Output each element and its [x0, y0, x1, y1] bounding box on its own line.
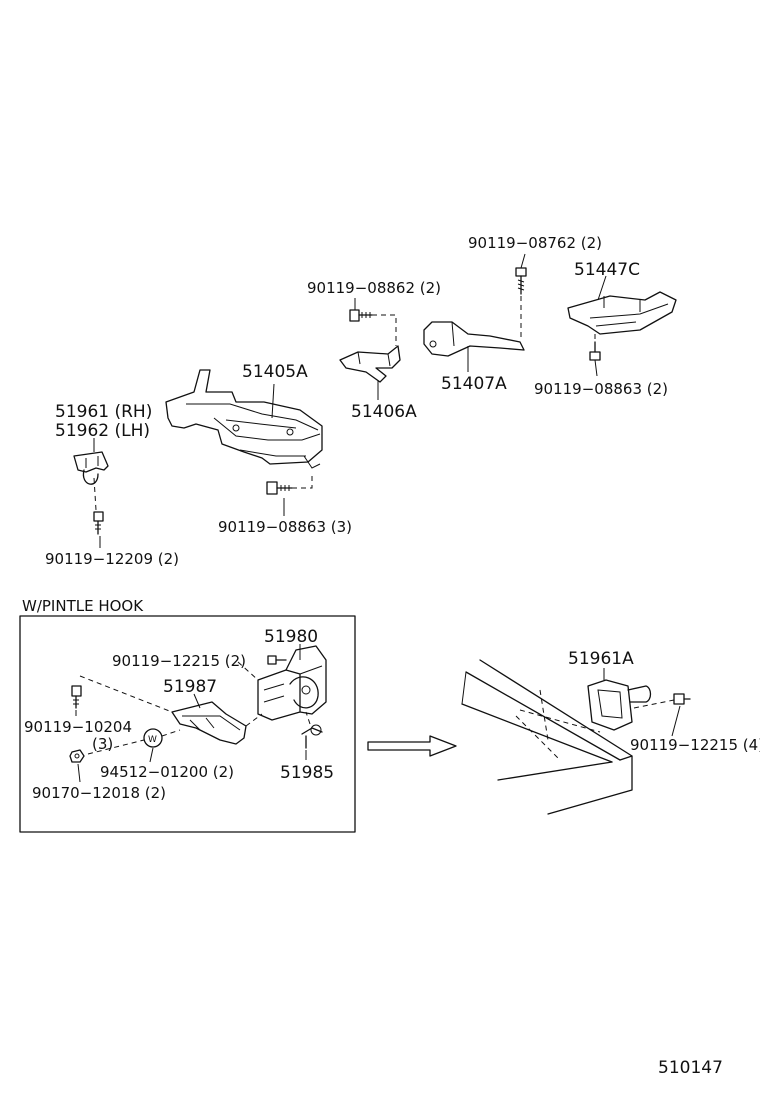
part-51406a-bracket: [339, 345, 401, 400]
label-51961a: 51961A: [568, 649, 634, 669]
label-51406a: 51406A: [351, 402, 417, 422]
label-94512-01200: 94512−01200 (2): [100, 763, 234, 781]
label-51962-lh: 51962 (LH): [55, 421, 150, 441]
label-90119-08862: 90119−08862 (2): [307, 279, 441, 297]
label-washer-w: W: [148, 735, 157, 745]
part-51405a-crossmember: [165, 369, 323, 469]
bolt-90119-08862-icon: [349, 298, 397, 346]
label-51985: 51985: [280, 763, 334, 783]
rear-frame-outline: [461, 659, 633, 815]
part-51447c-bracket: [567, 275, 677, 335]
part-51985-pin: [301, 711, 323, 760]
bolt-90119-12209-icon: [93, 511, 104, 548]
pintle-hook-title: W/PINTLE HOOK: [22, 597, 144, 615]
pintle-hook-frame: [19, 615, 356, 833]
label-90170-12018: 90170−12018 (2): [32, 784, 166, 802]
label-51405a: 51405A: [242, 362, 308, 382]
part-51987-plate: [171, 693, 263, 745]
part-51980-pintle-hook: [257, 644, 327, 721]
diagram-number: 510147: [658, 1058, 723, 1078]
label-qty-3: (3): [92, 735, 113, 753]
label-90119-08762: 90119−08762 (2): [468, 234, 602, 252]
label-90119-12215-frame: 90119−12215 (4): [630, 736, 760, 754]
label-51980: 51980: [264, 627, 318, 647]
label-90119-10204: 90119−10204: [24, 718, 132, 736]
nut-90170-12018-icon: [69, 749, 85, 783]
part-51961a-tow-hook: [587, 668, 675, 731]
label-51407a: 51407A: [441, 374, 507, 394]
label-90119-08863-left: 90119−08863 (3): [218, 518, 352, 536]
label-90119-12209: 90119−12209 (2): [45, 550, 179, 568]
part-51961-tow-hook: [73, 438, 109, 511]
bolt-90119-12215-pintle-icon: [237, 655, 287, 681]
bolt-90119-08863-left-icon: [266, 472, 313, 516]
right-arrow-icon: [367, 735, 457, 757]
label-51987: 51987: [163, 677, 217, 697]
part-51407a-bracket: [423, 321, 525, 372]
label-51961-rh: 51961 (RH): [55, 402, 152, 422]
label-90119-12215-pintle: 90119−12215 (2): [112, 652, 246, 670]
bolt-90119-08863-right-icon: [589, 334, 601, 377]
label-51447c: 51447C: [574, 260, 640, 280]
label-90119-08863-right: 90119−08863 (2): [534, 380, 668, 398]
washer-94512-01200-icon: [87, 728, 181, 763]
bolt-90119-10204-icon: [71, 675, 173, 716]
bolt-90119-08762-icon: [515, 253, 527, 340]
bolt-90119-12215-frame-icon: [671, 693, 691, 737]
